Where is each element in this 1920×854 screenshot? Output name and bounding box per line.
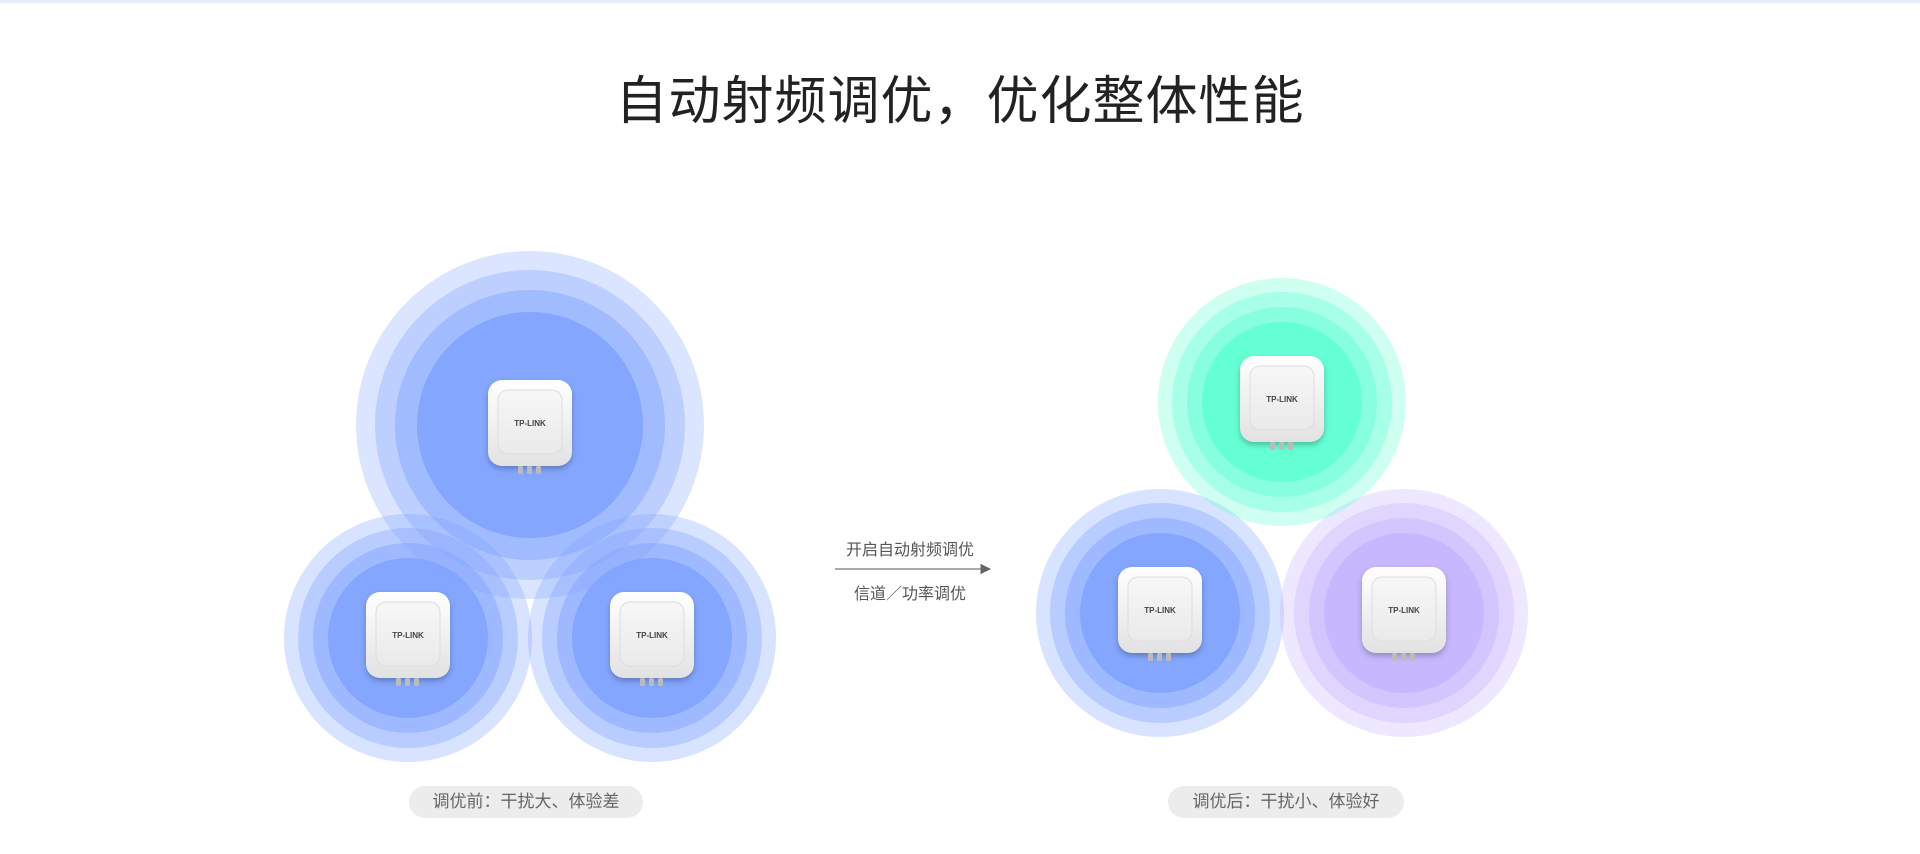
ap-before-top: TP-LINK bbox=[488, 380, 572, 474]
after-caption-badge: 调优后：干扰小、体验好 bbox=[1168, 786, 1404, 818]
top-divider bbox=[0, 0, 1920, 3]
page-title: 自动射频调优，优化整体性能 bbox=[615, 72, 1305, 132]
process-top-label: 开启自动射频调优 bbox=[845, 540, 974, 559]
before-coverage-group bbox=[284, 251, 776, 762]
ap-before-left: TP-LINK bbox=[366, 592, 450, 686]
ap-after-left: TP-LINK bbox=[1118, 567, 1202, 661]
ap-logo-text: TP-LINK bbox=[514, 419, 546, 428]
ap-before-right: TP-LINK bbox=[610, 592, 694, 686]
ap-after-top: TP-LINK bbox=[1240, 356, 1324, 450]
after-coverage-group bbox=[1036, 278, 1528, 737]
before-caption-badge: 调优前：干扰大、体验差 bbox=[409, 786, 643, 818]
ap-logo-text: TP-LINK bbox=[1388, 606, 1420, 615]
ap-logo-text: TP-LINK bbox=[1144, 606, 1176, 615]
process-bottom-label: 信道／功率调优 bbox=[853, 584, 966, 603]
ap-logo-text: TP-LINK bbox=[636, 631, 668, 640]
ap-logo-text: TP-LINK bbox=[1266, 395, 1298, 404]
ap-logo-text: TP-LINK bbox=[392, 631, 424, 640]
ap-after-right: TP-LINK bbox=[1362, 567, 1446, 661]
